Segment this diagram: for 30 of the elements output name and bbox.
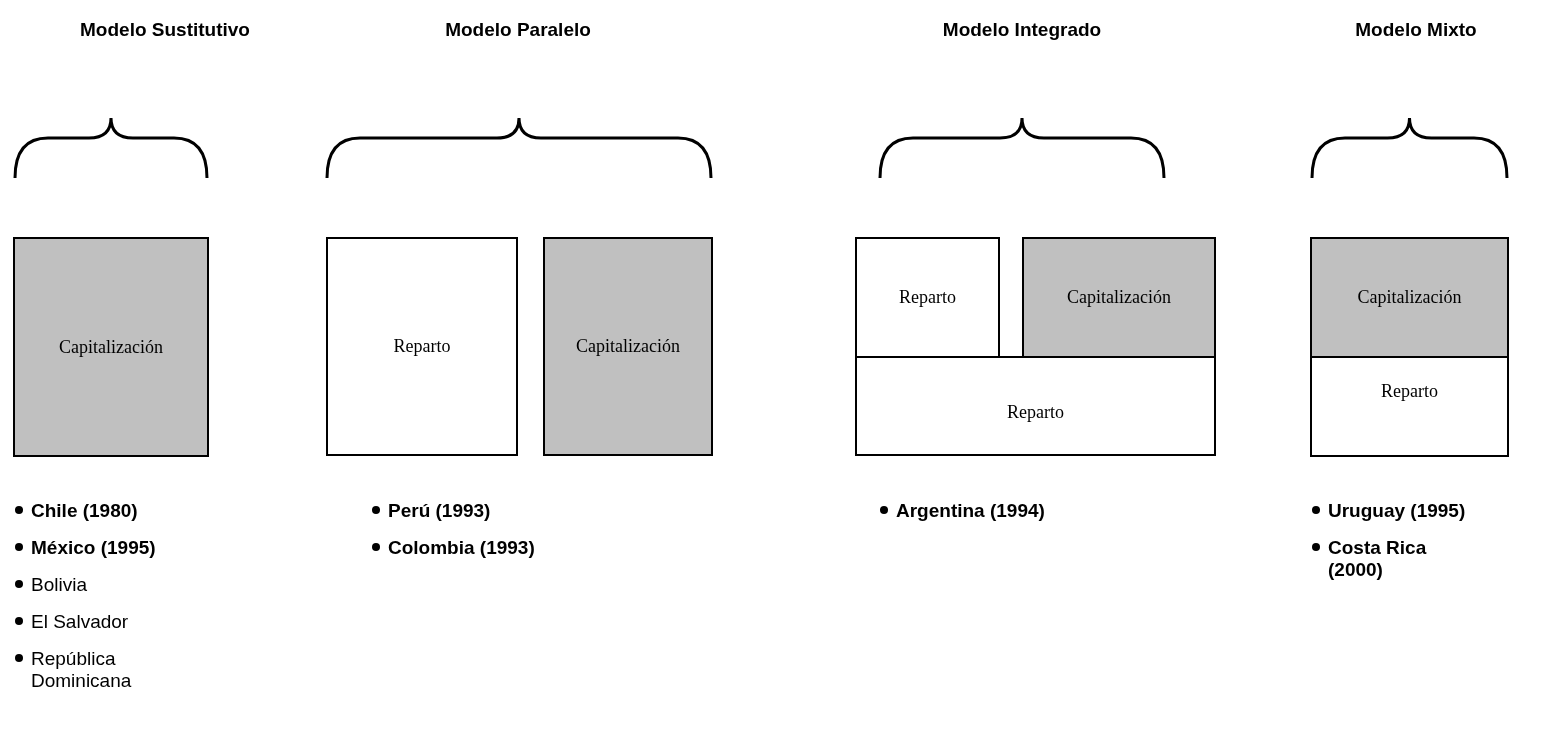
country-list-item: Uruguay (1995) xyxy=(1312,500,1545,522)
country-list-item: Argentina (1994) xyxy=(880,500,1156,522)
scheme-box xyxy=(1310,356,1509,457)
box-label: Capitalización xyxy=(576,336,680,357)
scheme-box xyxy=(326,237,518,456)
column-heading: Modelo Mixto xyxy=(1354,18,1478,41)
scheme-box xyxy=(855,237,1000,358)
country-list-item: Costa Rica (2000) xyxy=(1312,537,1448,581)
country-list-item: Bolivia xyxy=(15,574,251,596)
box-label: Capitalización xyxy=(1357,287,1462,308)
box-label: Capitalización xyxy=(1067,287,1171,308)
country-list-item: República Dominicana xyxy=(15,648,151,692)
country-list-item: El Salvador xyxy=(15,611,251,633)
box-label: Reparto xyxy=(1381,381,1438,402)
scheme-box xyxy=(13,237,209,457)
country-list-item: Colombia (1993) xyxy=(372,537,648,559)
country-list-item: Perú (1993) xyxy=(372,500,648,522)
column-heading: Modelo Integrado xyxy=(941,18,1103,41)
scheme-box xyxy=(543,237,713,456)
country-list-item: México (1995) xyxy=(15,537,251,559)
box-label: Reparto xyxy=(899,287,956,308)
box-label: Capitalización xyxy=(59,336,163,358)
scheme-box xyxy=(1022,237,1216,358)
country-list-item: Chile (1980) xyxy=(15,500,251,522)
column-heading: Modelo Paralelo xyxy=(444,18,592,41)
box-label: Reparto xyxy=(1007,401,1064,423)
scheme-box xyxy=(1310,237,1509,358)
scheme-box xyxy=(855,356,1216,456)
box-label: Reparto xyxy=(393,336,451,357)
column-heading: Modelo Sustitutivo xyxy=(79,18,251,41)
